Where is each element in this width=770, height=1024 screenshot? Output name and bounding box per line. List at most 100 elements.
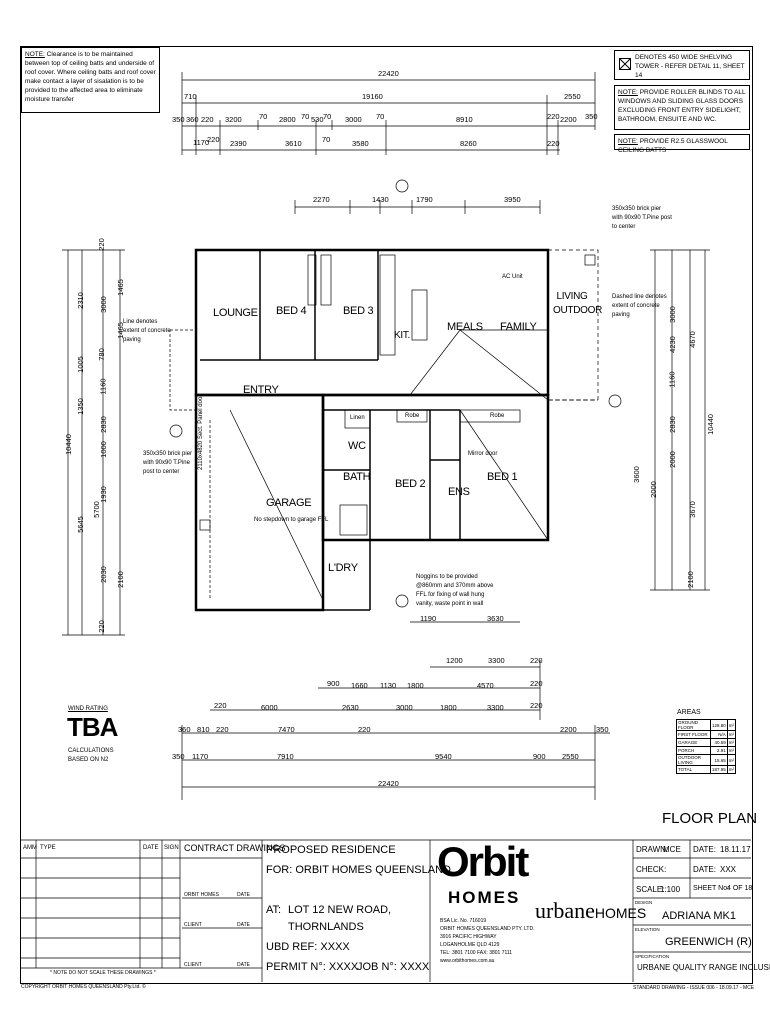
left-dim-col4-3: 1465 — [115, 322, 125, 339]
sheet-value: 4 OF 18 — [727, 885, 753, 892]
ceiling-batts-clearance-note: NOTE: Clearance is to be maintained betw… — [21, 47, 160, 113]
top-dim-row4-5: 3580 — [352, 139, 369, 148]
room-bed2: BED 2 — [395, 478, 426, 490]
bottom-dim-row4-3: 7470 — [278, 725, 295, 734]
top-dim-row3-0: 350 — [172, 115, 185, 124]
client-sign-label-1: CLIENT — [184, 922, 202, 928]
bottom-dim-row1-1: 1200 — [446, 656, 463, 665]
floor-plan-title: FLOOR PLAN — [662, 810, 758, 827]
do-not-scale-note: * NOTE DO NOT SCALE THESE DRAWINGS * — [50, 970, 156, 976]
ac-unit-label: AC Unit — [502, 274, 523, 280]
top-dim-row2-0: 710 — [184, 92, 197, 101]
right-dim-col2-1: 4230 — [667, 336, 677, 353]
bottom-dim-row4-6: 350 — [596, 725, 609, 734]
right-dim-col2-2: 1160 — [667, 371, 677, 388]
elevation-label: ELEVATION — [635, 927, 660, 932]
right-dim-col3-6: 2000 — [667, 451, 677, 468]
brick-pier-note-right: 350x350 brick pier with 90x90 T.Pine pos… — [612, 206, 672, 230]
amm-header: AMM — [23, 845, 37, 851]
dashed-line-note: Dashed line denotes extent of concrete p… — [612, 294, 667, 318]
shelving-symbol-icon — [619, 58, 631, 70]
lot-address: LOT 12 NEW ROAD, — [288, 904, 392, 916]
top-dim-row3-12: 220 — [547, 112, 560, 121]
noggins-note: Noggins to be provided @860mm and 370mm … — [416, 574, 494, 607]
top-dim-row4-6: 8260 — [460, 139, 477, 148]
robe-label-bed2: Robe — [405, 413, 420, 419]
right-dim-col1-0: 4670 — [687, 331, 697, 348]
right-dim-col3-4: 2830 — [667, 416, 677, 433]
top-dim-row4-0: 1170 — [193, 138, 210, 147]
top-dim-row3-9: 3000 — [345, 115, 362, 124]
bottom-dim-row5-3: 9540 — [435, 752, 452, 761]
room-kitchen: KIT. — [394, 330, 411, 341]
bottom-dim-row3-5: 3000 — [396, 703, 413, 712]
top-dim-row3-3: 3200 — [225, 115, 242, 124]
company-address-2: LOGANHOLME QLD 4129 — [440, 942, 500, 948]
date1-label: DATE: — [693, 845, 716, 854]
top-dim-row4-7: 220 — [547, 139, 560, 148]
suburb: THORNLANDS — [288, 921, 364, 933]
room-family: FAMILY — [500, 321, 537, 333]
upper-dim-0: 2270 — [313, 195, 330, 204]
right-dim-col2-4: 3600 — [631, 466, 641, 483]
brick-pier-note-left: 350x350 brick pier with 90x90 T.Pine pos… — [143, 451, 193, 475]
top-dim-overall: 22420 — [378, 69, 399, 78]
orbit-logo-text: Orbit — [437, 838, 529, 885]
room-ensuite: ENS — [448, 486, 470, 498]
bottom-dim-row2-5: 1130 — [380, 681, 397, 690]
drawn-label: DRAWN: — [636, 845, 669, 854]
room-entry: ENTRY — [243, 384, 279, 396]
left-dim-col3-2: 780 — [96, 348, 106, 361]
bottom-dim-row4-1: 810 — [197, 725, 210, 734]
left-dim-col3-0: 220 — [96, 238, 106, 251]
company-phone: TEL: 3801 7100 FAX: 3801 7111 — [440, 950, 513, 956]
permit-number: PERMIT N°: XXXX — [266, 961, 359, 973]
bsa-licence: BSA Lic. No. 716019 — [440, 918, 487, 924]
sign-header: SIGN — [164, 845, 179, 851]
right-dim-col2-5: 2000 — [648, 481, 658, 498]
job-label: JOB N°: — [357, 961, 397, 973]
client-sign-label-2: CLIENT — [184, 962, 202, 968]
orbit-homes-sign-label: ORBIT HOMES — [184, 892, 219, 898]
wind-calc-line1: CALCULATIONS — [68, 748, 114, 754]
right-dim-outer: 10440 — [705, 414, 715, 435]
bottom-dim-row3-10: 220 — [530, 701, 543, 710]
bottom-dim-row5-4: 900 — [533, 752, 546, 761]
ubd-ref: UBD REF: XXXX — [266, 941, 350, 953]
top-dim-row3-2: 220 — [201, 115, 214, 124]
bottom-dim-row3-9: 3300 — [487, 703, 504, 712]
contract-drawings-header: CONTRACT DRAWINGS — [184, 843, 286, 853]
date-sign-label-1: DATE — [237, 892, 250, 898]
bottom-dim-row3-0: 220 — [214, 701, 227, 710]
left-dim-col2-3: 5645 — [75, 516, 85, 533]
top-dim-row3-13: 2200 — [560, 115, 577, 124]
bottom-dim-row1-3: 3300 — [488, 656, 505, 665]
garage-door-note: 2110x4820 Sect. Panel door — [198, 394, 204, 470]
left-dim-col2-1: 1005 — [75, 356, 85, 373]
room-wc: WC — [348, 440, 366, 452]
bottom-dim-row3-7: 1800 — [440, 703, 457, 712]
job-number: XXXX — [400, 961, 430, 973]
left-dim-col3-11: 2030 — [98, 566, 108, 583]
elevation-value: GREENWICH (R) — [665, 936, 752, 948]
bottom-dim-row4-5: 2200 — [560, 725, 577, 734]
top-dim-row3-11: 8910 — [456, 115, 473, 124]
bottom-dim-row2-7: 1800 — [407, 681, 424, 690]
room-bed3: BED 3 — [343, 305, 374, 317]
wind-rating-label: WIND RATING — [68, 706, 108, 712]
specification-label: SPECIFICATION — [635, 954, 670, 959]
bottom-dim-row1-4: 220 — [530, 656, 543, 665]
upper-dim-2: 1790 — [416, 195, 433, 204]
design-value: ADRIANA MK1 — [662, 910, 736, 922]
top-dim-row4-3: 3610 — [285, 139, 302, 148]
areas-title: AREAS — [677, 709, 701, 716]
left-dim-col3-1: 3000 — [98, 296, 108, 313]
left-dim-col3-9: 1930 — [98, 486, 108, 503]
bottom-dim-inner-1: 3630 — [487, 614, 504, 623]
bottom-dim-inner-0: 1190 — [420, 614, 437, 623]
